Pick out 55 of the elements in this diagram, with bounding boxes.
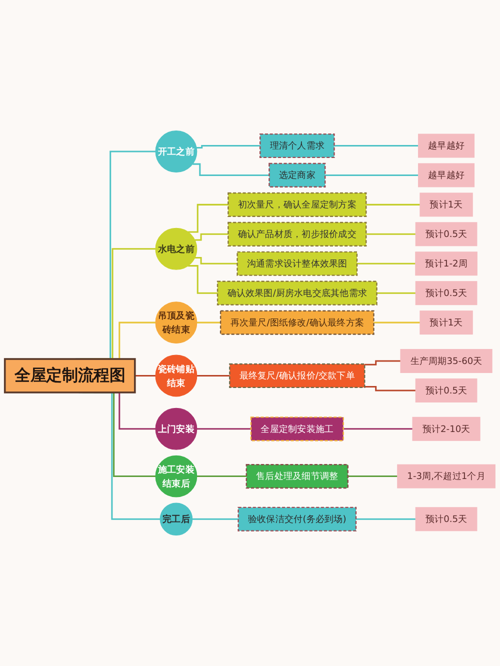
connector [134,374,156,376]
connector [364,360,401,366]
connector [196,374,230,376]
node-box: 预计2-10天 [412,416,480,441]
connector [196,475,246,477]
connector [192,163,270,176]
node-circle: 开工之前 [155,130,198,172]
connector [376,292,416,294]
connector [356,518,416,520]
node-circle: 水电之前 [155,228,198,270]
node-box: 越早越好 [418,134,475,158]
connector [194,233,228,241]
connector [343,428,413,430]
node-box: 再次量尺/图纸修改/确认最终方案 [220,310,374,335]
connector [325,174,418,176]
node-circle: 上门安装 [155,408,198,450]
node-box: 最终复尺/确认报价/交款下单 [229,363,366,388]
node-box: 沟通需求设计整体效果图 [236,251,358,276]
connector [357,262,416,264]
connector [196,322,221,324]
connector [364,386,416,392]
connector [348,475,398,477]
node-box: 选定商家 [268,162,326,188]
node-box: 售后处理及细节调整 [246,464,348,489]
connector [192,518,238,520]
node-box: 全屋定制流程图 [4,358,136,394]
connector [188,265,218,294]
connector [188,204,228,233]
node-box: 初次量尺，确认全屋定制方案 [228,192,367,217]
node-box: 预计1天 [420,310,473,335]
node-box: 预计0.5天 [415,222,478,246]
connector [196,428,251,430]
node-circle: 施工安装结束后 [155,455,198,498]
node-box: 预计1-2周 [415,252,478,276]
node-box: 1-3周,不超过1个月 [397,464,496,488]
node-box: 生产周期35-60天 [400,348,492,373]
connector [374,322,420,324]
connector [334,144,418,146]
node-box: 全屋定制安装施工 [250,416,344,442]
connector [366,233,416,235]
node-box: 确认效果图/厨房水电交底其他需求 [216,280,378,306]
connector [194,256,238,264]
node-box: 验收保洁交付(务必到场) [238,506,357,532]
connector [196,144,260,148]
node-box: 理清个人需求 [259,133,335,158]
node-circle: 瓷砖铺贴结束 [155,354,198,397]
node-box: 预计1天 [420,192,473,217]
node-box: 预计0.5天 [415,507,478,532]
node-box: 预计0.5天 [415,378,478,402]
node-box: 预计0.5天 [415,281,478,306]
node-box: 越早越好 [418,163,475,188]
node-circle: 完工后 [160,502,193,536]
connector [366,204,420,206]
node-box: 确认产品材质，初步报价成交 [228,222,367,246]
node-circle: 吊顶及瓷砖结束 [155,302,198,344]
